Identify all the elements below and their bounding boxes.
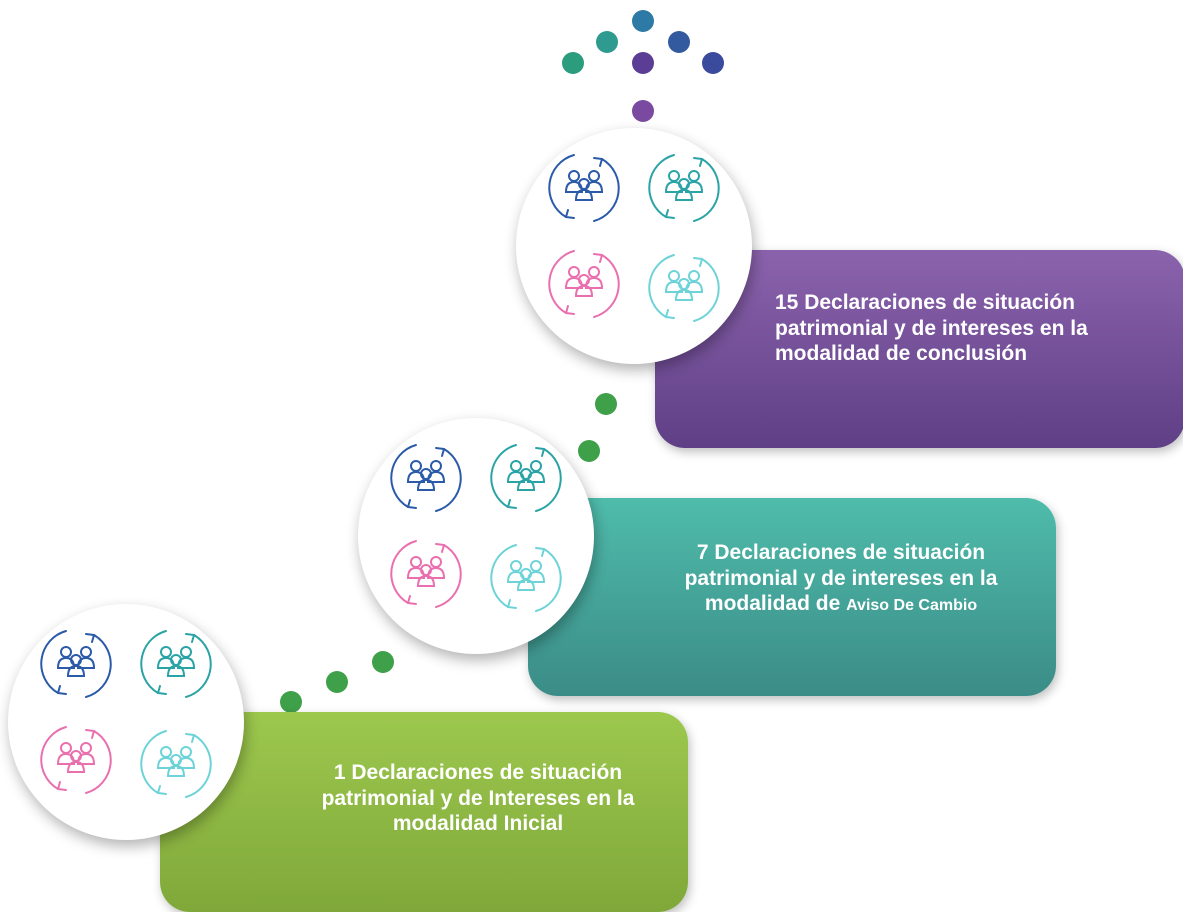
icon-circle-inicial	[8, 604, 244, 840]
icon-circle-aviso-cambio	[358, 418, 594, 654]
people-cycle-icon	[390, 444, 462, 512]
step-text-aviso-main: 7 Declaraciones de situación patrimonial…	[684, 541, 998, 616]
icon-circle-conclusion	[516, 128, 752, 364]
people-cycle-icon	[648, 154, 720, 222]
connector-dot	[372, 651, 394, 673]
top-dot-6	[702, 52, 724, 74]
connector-dot	[595, 393, 617, 415]
connector-dot	[280, 691, 302, 713]
step-text-inicial: 1 Declaraciones de situación patrimonial…	[321, 761, 635, 836]
people-cycle-icon	[648, 254, 720, 322]
connector-dot	[578, 440, 600, 462]
top-dot-7	[632, 100, 654, 122]
top-dot-1	[632, 10, 654, 32]
people-cycle-icon	[40, 726, 112, 794]
people-cycle-icon	[390, 540, 462, 608]
people-cycle-icon	[140, 630, 212, 698]
people-cycle-icon	[140, 730, 212, 798]
people-cycle-icon	[548, 154, 620, 222]
top-dot-4	[562, 52, 584, 74]
step-text-aviso-small: Aviso De Cambio	[846, 597, 978, 615]
people-cycle-icon	[490, 544, 562, 612]
people-cycle-icon	[548, 250, 620, 318]
top-dot-2	[596, 31, 618, 53]
step-box-inicial: 1 Declaraciones de situación patrimonial…	[160, 712, 688, 912]
top-dot-3	[668, 31, 690, 53]
step-text-aviso-cambio: 7 Declaraciones de situación patrimonial…	[646, 540, 1036, 617]
step-text-conclusion: 15 Declaraciones de situación patrimonia…	[775, 291, 1088, 366]
people-cycle-icon	[490, 444, 562, 512]
step-box-aviso-cambio: 7 Declaraciones de situación patrimonial…	[528, 498, 1056, 696]
people-cycle-icon	[40, 630, 112, 698]
top-dot-5	[632, 52, 654, 74]
connector-dot	[326, 671, 348, 693]
